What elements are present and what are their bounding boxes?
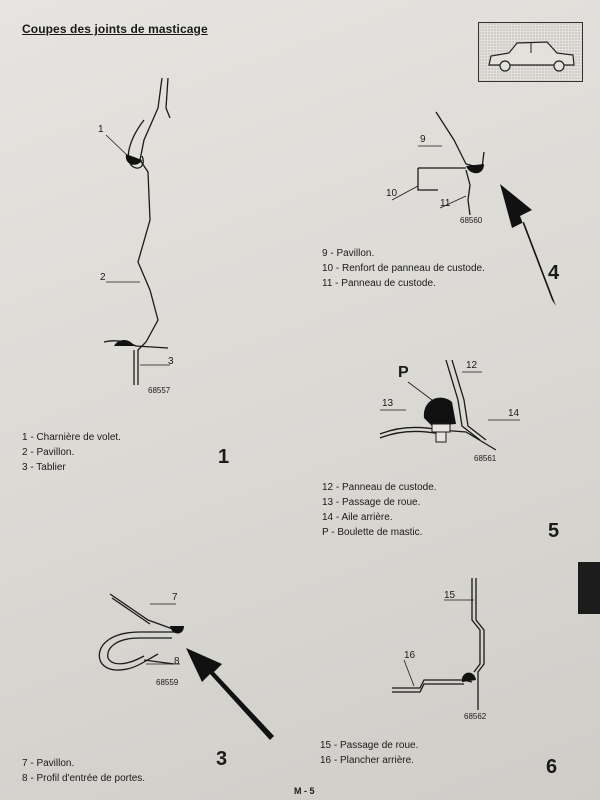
fig6-legend: 15 - Passage de roue. 16 - Plancher arri… xyxy=(320,738,418,768)
fig6-callout-16: 16 xyxy=(404,650,416,661)
fig4-legend: 9 - Pavillon. 10 - Renfort de panneau de… xyxy=(322,246,485,291)
fig5-callout-14: 14 xyxy=(508,408,520,419)
page-title: Coupes des joints de masticage xyxy=(22,22,208,36)
fig4-callout-9: 9 xyxy=(420,134,426,145)
car-icon xyxy=(479,23,582,81)
fig5-callout-12: 12 xyxy=(466,360,478,371)
legend-item: 3 - Tablier xyxy=(22,462,66,473)
fig4-reference-number: 68560 xyxy=(460,216,483,225)
legend-item: 8 - Profil d'entrée de portes. xyxy=(22,773,146,784)
legend-item: 14 - Aile arrière. xyxy=(322,512,393,523)
legend-item: 7 - Pavillon. xyxy=(22,758,75,769)
fig1-legend: 1 - Charnière de volet. 2 - Pavillon. 3 … xyxy=(22,430,121,475)
section-tab xyxy=(578,562,600,614)
fig3-callout-8: 8 xyxy=(174,656,180,667)
figure-3-number: 3 xyxy=(216,748,228,770)
fig5-callout-13: 13 xyxy=(382,398,394,409)
fig3-reference-number: 68559 xyxy=(156,678,179,687)
fig5-legend: 12 - Panneau de custode. 13 - Passage de… xyxy=(322,480,437,540)
page-number: M - 5 xyxy=(294,786,315,796)
figure-5-number: 5 xyxy=(548,520,560,542)
fig3-callout-7: 7 xyxy=(172,592,178,603)
fig1-callout-3: 3 xyxy=(168,356,174,367)
fig4-callout-10: 10 xyxy=(386,188,398,199)
legend-item: 12 - Panneau de custode. xyxy=(322,482,437,493)
fig1-reference-number: 68557 xyxy=(148,386,171,395)
fig1-callout-2: 2 xyxy=(100,272,106,283)
legend-item: 1 - Charnière de volet. xyxy=(22,432,121,443)
figure-4-number: 4 xyxy=(548,262,560,284)
legend-item: 10 - Renfort de panneau de custode. xyxy=(322,263,485,274)
fig5-reference-number: 68561 xyxy=(474,454,497,463)
fig1-callout-1: 1 xyxy=(98,124,104,135)
legend-item: 15 - Passage de roue. xyxy=(320,740,419,751)
fig5-callout-p: P xyxy=(398,364,409,381)
legend-item: 2 - Pavillon. xyxy=(22,447,75,458)
fig4-callout-11: 11 xyxy=(440,198,451,209)
figure-6-number: 6 xyxy=(546,756,558,778)
legend-item: 13 - Passage de roue. xyxy=(322,497,421,508)
fig3-legend: 7 - Pavillon. 8 - Profil d'entrée de por… xyxy=(22,756,145,786)
fig6-callout-15: 15 xyxy=(444,590,456,601)
legend-item: 9 - Pavillon. xyxy=(322,248,375,259)
figure-1-number: 1 xyxy=(218,446,230,468)
legend-item: 11 - Panneau de custode. xyxy=(322,278,436,289)
legend-item: P - Boulette de mastic. xyxy=(322,527,423,538)
legend-item: 16 - Plancher arrière. xyxy=(320,755,414,766)
car-thumbnail xyxy=(478,22,583,82)
fig6-reference-number: 68562 xyxy=(464,712,487,721)
